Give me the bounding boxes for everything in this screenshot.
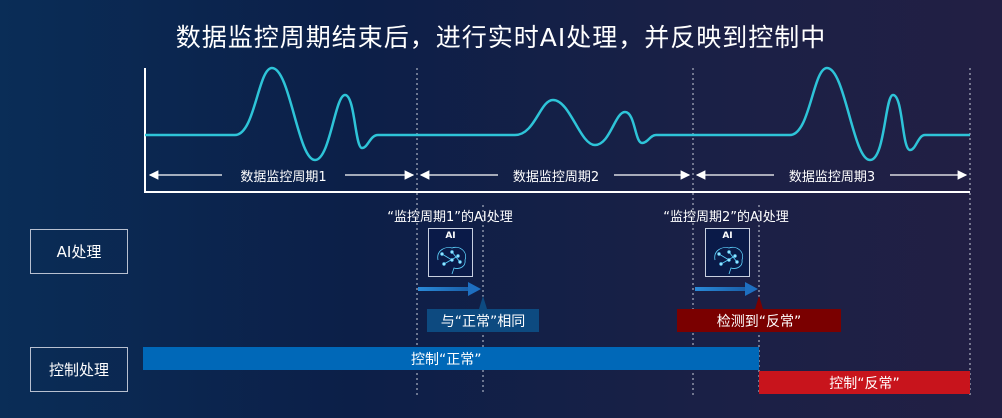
ai-brain-icon: AI	[428, 228, 473, 277]
axes	[144, 68, 970, 193]
brain-network-icon	[437, 246, 467, 275]
control-abnormal-bar: 控制“反常”	[759, 371, 970, 394]
row-label-ai: AI处理	[30, 229, 128, 274]
diagram-title: 数据监控周期结束后，进行实时AI处理，并反映到控制中	[175, 23, 827, 52]
period-label-1: 数据监控周期1	[240, 170, 327, 185]
result-abnormal-badge: 检测到“反常”	[677, 309, 841, 332]
row-label-control: 控制处理	[30, 347, 128, 392]
ai-icon-text: AI	[445, 231, 456, 241]
brain-network-icon	[714, 246, 744, 275]
period-label-2: 数据监控周期2	[512, 170, 600, 185]
ai-label-period-1: “监控周期1”的AI处理	[387, 210, 513, 225]
ai-label-period-2: “监控周期2”的AI处理	[663, 210, 789, 225]
ai-brain-icon: AI	[705, 228, 750, 277]
signal-waveform	[145, 66, 970, 162]
result-normal-badge: 与“正常”相同	[427, 309, 539, 332]
ai-icon-text: AI	[722, 231, 733, 241]
period-label-3: 数据监控周期3	[788, 170, 876, 185]
control-normal-bar: 控制“正常”	[143, 347, 759, 370]
ai-process-arrows	[418, 282, 763, 309]
